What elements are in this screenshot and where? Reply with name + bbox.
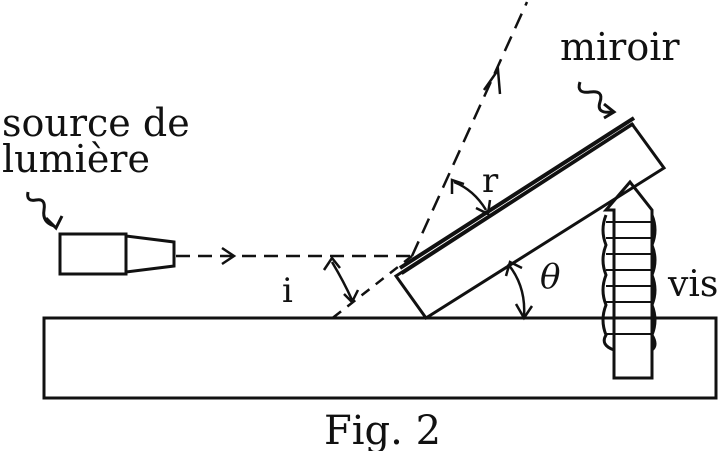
base-table	[42, 316, 718, 400]
source-label-line1: source de	[2, 101, 190, 145]
reflection-angle-label: r	[482, 161, 499, 201]
source-pointer-arrowhead	[44, 215, 64, 231]
light-source	[58, 232, 176, 276]
mirror-pointer-squiggle	[577, 81, 613, 114]
incidence-angle-label: i	[282, 271, 293, 311]
mirror-pointer-arrowhead	[603, 102, 617, 120]
screw-label: vis	[667, 264, 718, 305]
screw	[601, 179, 657, 380]
source-pointer-squiggle	[26, 191, 55, 228]
tilt-angle-label: θ	[540, 257, 560, 297]
normal-extension-line	[329, 255, 413, 321]
mirror-label: miroir	[560, 25, 680, 69]
mirror	[393, 116, 667, 321]
angle-arcs	[322, 178, 534, 321]
source-label-line2: lumière	[2, 137, 150, 181]
reflected-ray	[410, 1, 529, 257]
figure-caption: Fig. 2	[324, 408, 441, 451]
incident-ray	[176, 246, 412, 266]
